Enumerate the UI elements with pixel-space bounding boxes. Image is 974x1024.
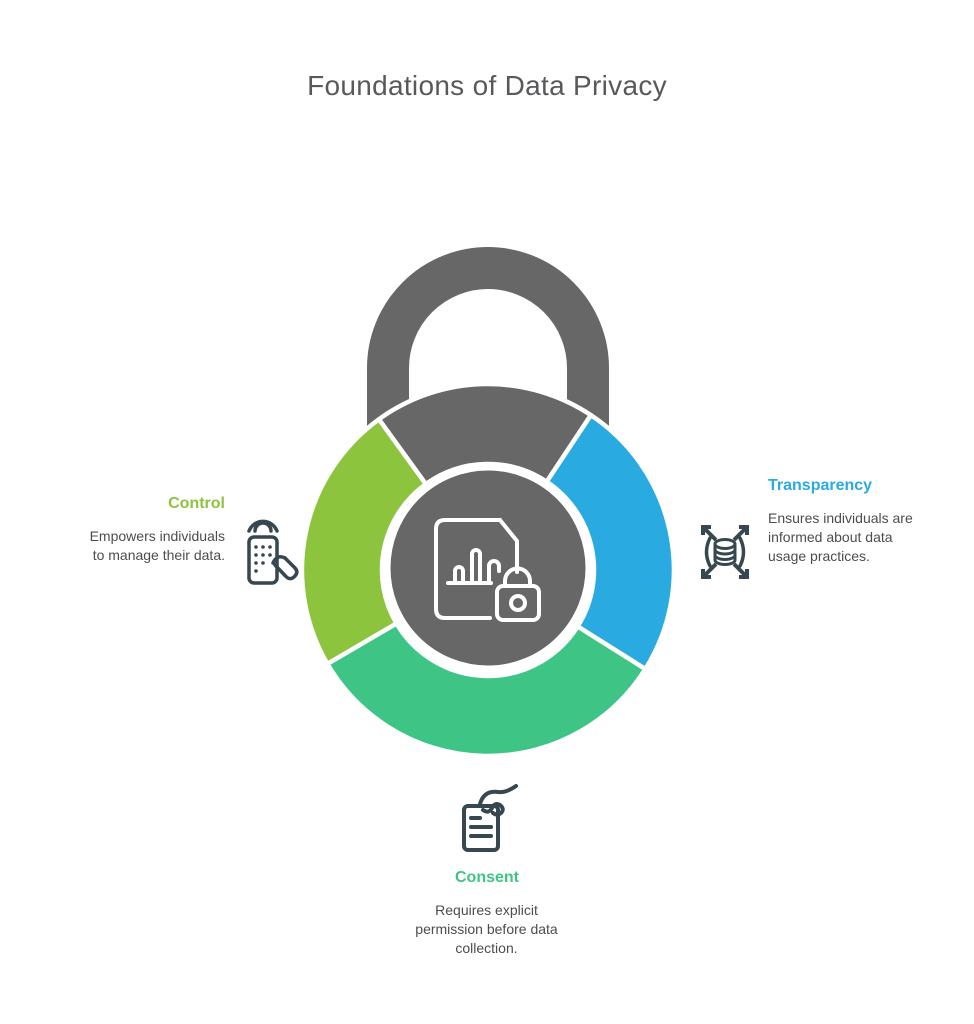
hand-back — [478, 784, 518, 806]
segment-top — [376, 381, 594, 487]
mini-lock-keyhole — [509, 594, 527, 612]
hand-fingers — [481, 802, 505, 817]
transparency-description: Ensures individuals are informed about d… — [768, 510, 913, 564]
consent-doc — [462, 804, 500, 852]
control-label: Control — [168, 495, 225, 512]
page-title: Foundations of Data Privacy — [307, 70, 667, 101]
doc-fold — [498, 518, 519, 574]
lock-shackle — [367, 247, 609, 505]
database-share-arrows-icon — [701, 525, 749, 579]
database-ring-1 — [713, 548, 737, 556]
paren-right — [738, 536, 746, 568]
arrow-sw — [701, 562, 718, 579]
signal-wave-inner — [253, 521, 273, 533]
mini-lock-shackle — [503, 566, 532, 588]
segment-transparency — [544, 412, 677, 672]
mini-lock-body — [495, 584, 541, 622]
chart-bar-3 — [487, 559, 501, 585]
chart-bar-1 — [453, 565, 465, 585]
segment-consent — [325, 621, 648, 759]
paren-left — [704, 536, 712, 568]
arrow-ne — [732, 525, 749, 542]
section-control: Control Empowers individuals to manage t… — [55, 494, 225, 565]
segment-control — [299, 417, 429, 667]
document-chart-lock-icon — [434, 518, 541, 622]
hand-fist — [273, 556, 299, 581]
remote-buttons — [254, 545, 272, 573]
database-ring-2 — [713, 553, 737, 561]
hand-signing-document-icon — [462, 784, 518, 852]
transparency-label: Transparency — [768, 477, 873, 494]
database-top — [713, 538, 737, 550]
control-description: Empowers individuals to manage their dat… — [89, 528, 225, 563]
arrow-nw — [701, 525, 718, 542]
consent-description: Requires explicit permission before data… — [415, 902, 558, 956]
arrow-se — [732, 562, 749, 579]
doc-outline — [434, 518, 502, 620]
chart-bar-2 — [470, 548, 482, 585]
section-transparency: Transparency Ensures individuals are inf… — [768, 476, 938, 566]
consent-label: Consent — [455, 869, 519, 886]
remote-control-hand-icon — [247, 519, 299, 585]
database-body — [713, 542, 737, 566]
hand-finger — [271, 555, 287, 565]
